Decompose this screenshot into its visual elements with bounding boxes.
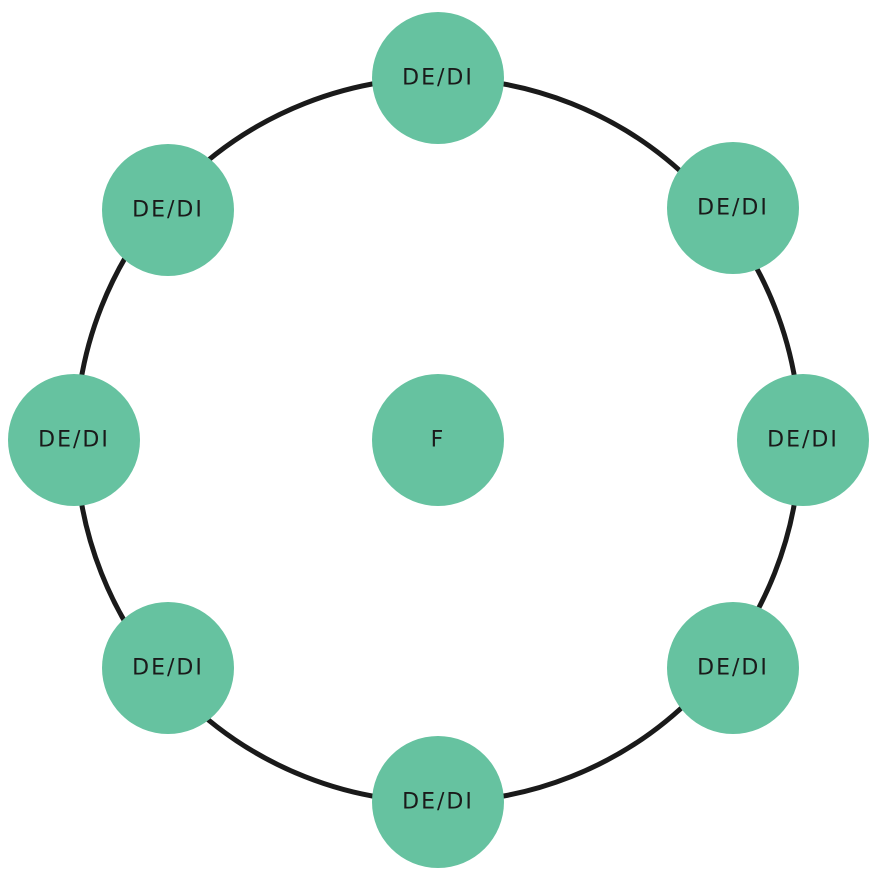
- outer-node-bottom-left-label: DE/DI: [132, 656, 204, 681]
- outer-node-bottom-circle: [372, 736, 504, 868]
- outer-node-right: DE/DI: [737, 374, 869, 506]
- outer-node-left-label: DE/DI: [38, 428, 110, 453]
- outer-node-right-circle: [737, 374, 869, 506]
- outer-node-bottom-right: DE/DI: [667, 602, 799, 734]
- outer-node-top-left-circle: [102, 144, 234, 276]
- outer-node-top-right-circle: [667, 142, 799, 274]
- outer-node-bottom-right-circle: [667, 602, 799, 734]
- outer-node-bottom: DE/DI: [372, 736, 504, 868]
- outer-node-bottom-label: DE/DI: [402, 790, 474, 815]
- outer-node-bottom-right-label: DE/DI: [697, 656, 769, 681]
- outer-node-top-left: DE/DI: [102, 144, 234, 276]
- outer-node-left-circle: [8, 374, 140, 506]
- center-node-circle: [372, 374, 504, 506]
- outer-node-right-label: DE/DI: [767, 428, 839, 453]
- outer-node-top-right: DE/DI: [667, 142, 799, 274]
- center-node-label: F: [431, 428, 446, 453]
- outer-node-left: DE/DI: [8, 374, 140, 506]
- outer-node-top-circle: [372, 12, 504, 144]
- center-node: F: [372, 374, 504, 506]
- outer-node-top: DE/DI: [372, 12, 504, 144]
- outer-node-top-right-label: DE/DI: [697, 196, 769, 221]
- outer-node-top-label: DE/DI: [402, 66, 474, 91]
- outer-node-bottom-left: DE/DI: [102, 602, 234, 734]
- outer-node-bottom-left-circle: [102, 602, 234, 734]
- outer-node-top-left-label: DE/DI: [132, 198, 204, 223]
